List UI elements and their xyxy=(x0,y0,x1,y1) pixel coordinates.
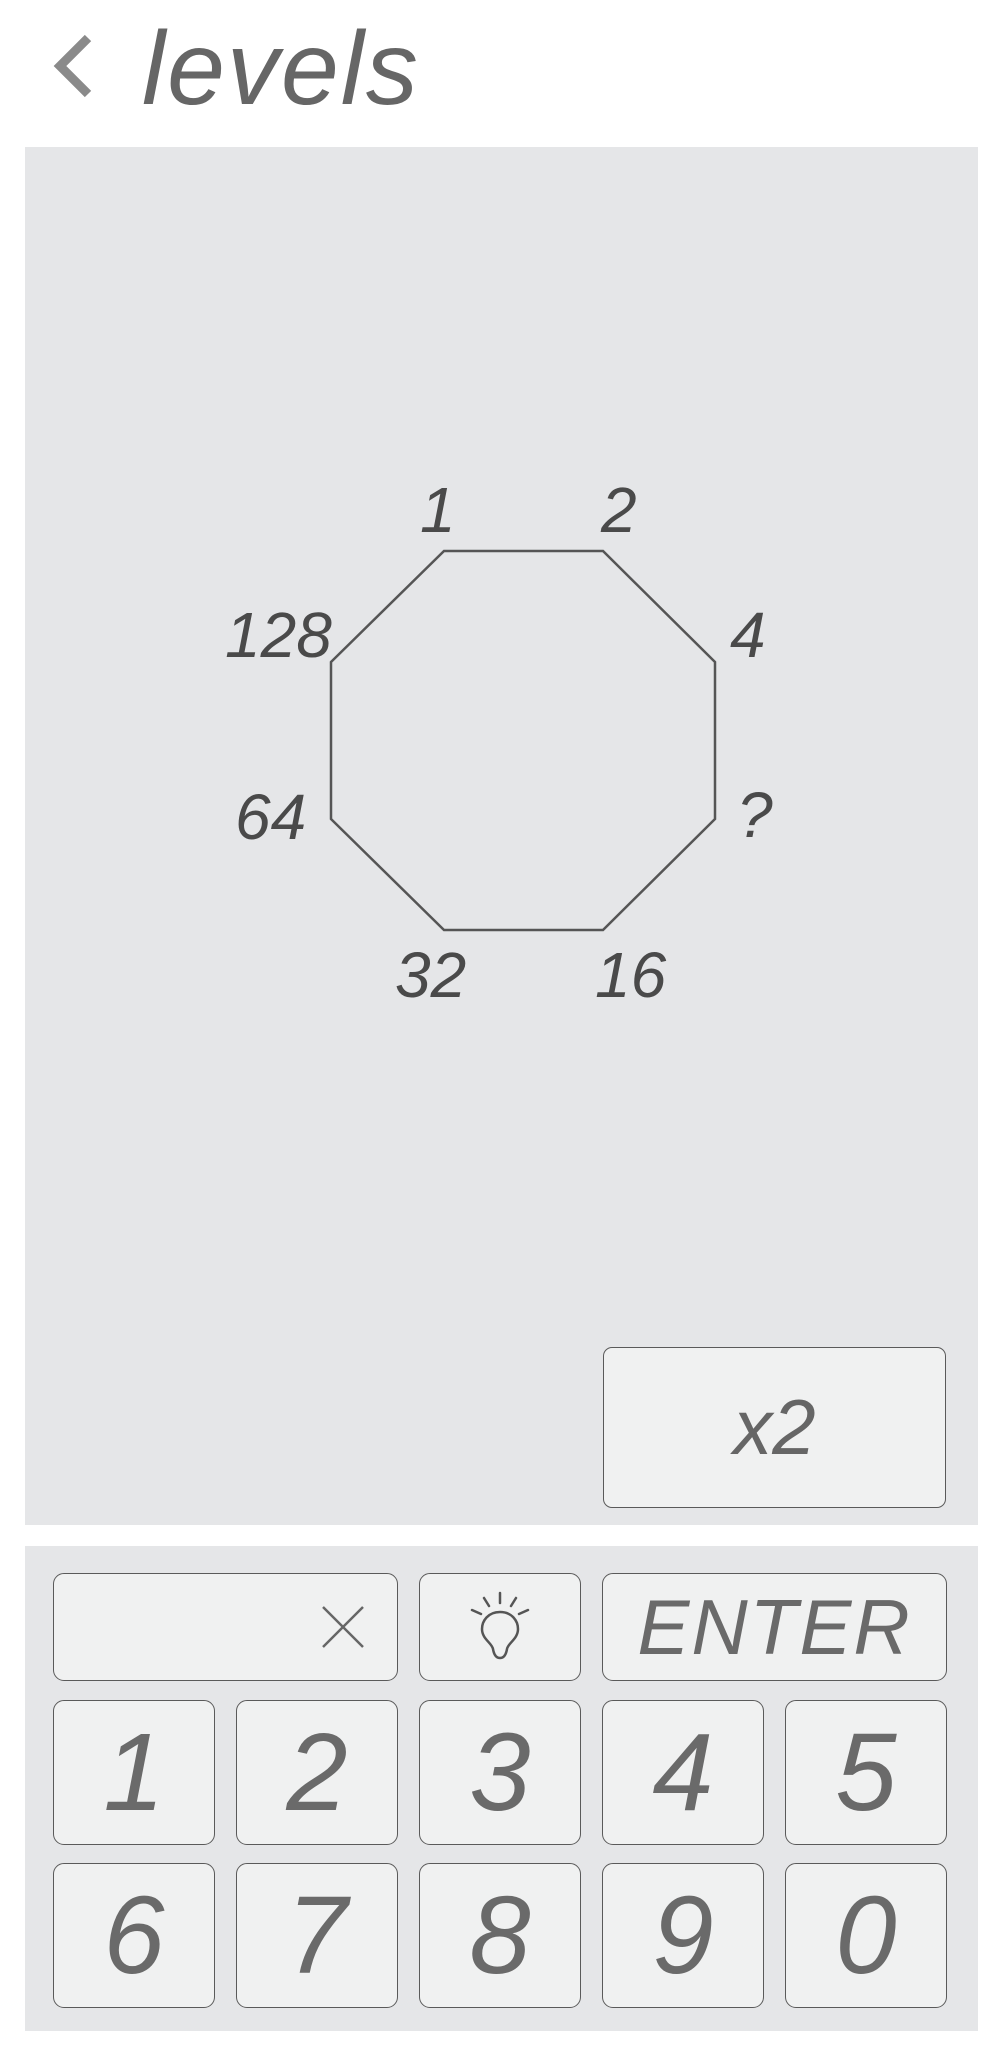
chevron-left-icon[interactable] xyxy=(50,30,100,102)
digit-key-3[interactable]: 3 xyxy=(419,1700,581,1845)
octagon-shape xyxy=(329,549,717,932)
digit-key-8[interactable]: 8 xyxy=(419,1863,581,2008)
keypad-panel: ENTER 1 2 3 4 5 6 7 8 9 0 xyxy=(25,1546,978,2031)
vertex-label-right-top: 4 xyxy=(730,599,766,671)
vertex-label-top-left: 1 xyxy=(420,474,456,546)
vertex-label-right-bottom: ? xyxy=(737,779,773,851)
digit-key-1[interactable]: 1 xyxy=(53,1700,215,1845)
page-title: levels xyxy=(142,11,420,127)
header-bar: levels xyxy=(0,0,1000,148)
digit-key-5[interactable]: 5 xyxy=(785,1700,947,1845)
vertex-label-left-top: 128 xyxy=(225,599,332,671)
hint-button[interactable] xyxy=(419,1573,581,1681)
hint-card: x2 xyxy=(603,1347,946,1508)
digit-key-0[interactable]: 0 xyxy=(785,1863,947,2008)
vertex-label-top-right: 2 xyxy=(600,474,637,546)
vertex-label-left-bottom: 64 xyxy=(235,781,306,853)
vertex-label-bottom-right: 16 xyxy=(595,939,667,1011)
enter-button[interactable]: ENTER xyxy=(602,1573,947,1681)
digit-key-7[interactable]: 7 xyxy=(236,1863,398,2008)
lightbulb-icon xyxy=(470,1591,530,1660)
puzzle-panel: 1 2 4 ? 16 32 64 128 x2 xyxy=(25,147,978,1525)
digit-key-2[interactable]: 2 xyxy=(236,1700,398,1845)
answer-input[interactable] xyxy=(53,1573,398,1681)
digit-key-6[interactable]: 6 xyxy=(53,1863,215,2008)
vertex-label-bottom-left: 32 xyxy=(395,939,466,1011)
close-icon[interactable] xyxy=(319,1603,367,1651)
puzzle-figure: 1 2 4 ? 16 32 64 128 xyxy=(225,474,773,1011)
digit-key-4[interactable]: 4 xyxy=(602,1700,764,1845)
digit-key-9[interactable]: 9 xyxy=(602,1863,764,2008)
